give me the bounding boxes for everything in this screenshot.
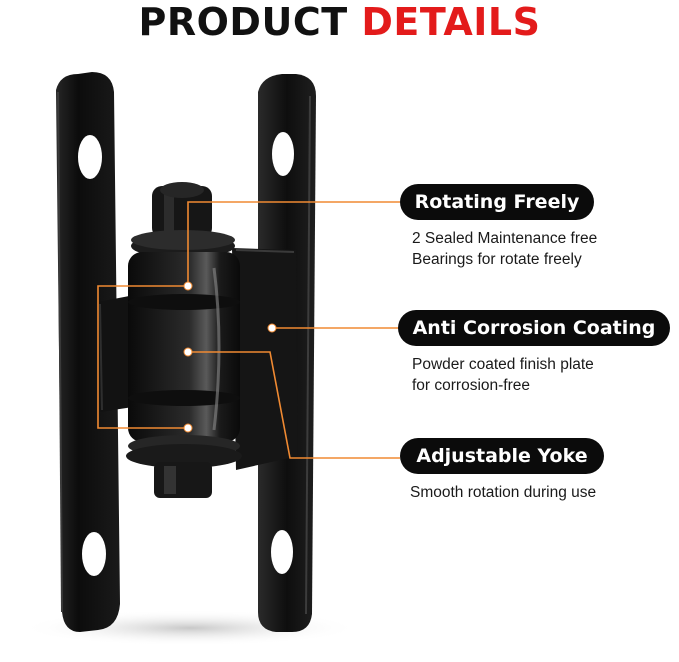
feature-badge-anti-corrosion: Anti Corrosion Coating: [398, 310, 670, 346]
callout-lines: [97, 201, 400, 459]
feature-badge-adjustable-yoke: Adjustable Yoke: [400, 438, 604, 474]
desc-line: Bearings for rotate freely: [412, 251, 582, 268]
desc-line: 2 Sealed Maintenance free: [412, 230, 598, 247]
title-word-product: PRODUCT: [138, 0, 348, 44]
callout-dots: [183, 281, 277, 433]
left-plate: [56, 72, 120, 632]
bottom-nut: [154, 462, 212, 498]
bearing-drum: [128, 252, 240, 442]
feature-desc-anti-corrosion: Powder coated finish plate for corrosion…: [412, 354, 594, 396]
feature-desc-adjustable-yoke: Smooth rotation during use: [410, 482, 596, 503]
desc-line: Powder coated finish plate: [412, 356, 594, 373]
desc-line: Smooth rotation during use: [410, 484, 597, 501]
feature-desc-rotating-freely: 2 Sealed Maintenance free Bearings for r…: [412, 228, 597, 270]
top-bolt: [152, 182, 212, 238]
title-word-details: DETAILS: [361, 0, 541, 44]
feature-badge-rotating-freely: Rotating Freely: [400, 184, 594, 220]
desc-line: for corrosion-free: [412, 377, 531, 394]
page-title: PRODUCT DETAILS: [0, 0, 679, 48]
